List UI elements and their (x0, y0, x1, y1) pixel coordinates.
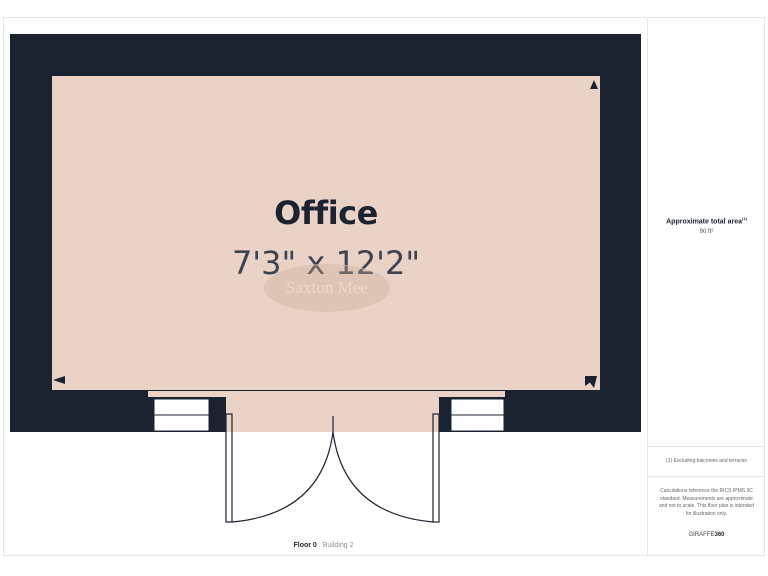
info-sidebar: Approximate total area(1) 90 ft² (1) Exc… (647, 18, 765, 555)
divider (648, 446, 765, 447)
room-name: Office (274, 194, 378, 232)
triangle-up-icon (590, 80, 598, 89)
brand-suffix: 360 (714, 532, 725, 538)
double-door (225, 413, 440, 523)
area-value: 90 ft² (699, 229, 714, 236)
area-title-text: Approximate total area (666, 218, 742, 226)
floor-name: Floor 0 (293, 542, 317, 549)
brand-prefix: GIRAFFE (688, 532, 715, 538)
area-summary: Approximate total area(1) 90 ft² (648, 216, 765, 235)
watermark: Saxton Mee (264, 264, 390, 312)
disclaimer: Calculations reference the RICS IPMS 3C … (659, 488, 754, 517)
footnote-marker: (1) (741, 216, 747, 221)
triangle-left-icon (53, 376, 65, 384)
divider (648, 476, 765, 477)
area-title: Approximate total area(1) (648, 216, 765, 225)
brand-logo: GIRAFFE360 (648, 532, 765, 538)
room-floor (52, 76, 600, 390)
footnote: (1) Excluding balconies and terraces (666, 458, 747, 464)
window-right (450, 398, 505, 432)
building-name: Building 2 (322, 542, 354, 549)
window-left (153, 398, 210, 432)
floor-label: Floor 0 Building 2 (0, 542, 647, 549)
threshold-strip (148, 390, 505, 398)
